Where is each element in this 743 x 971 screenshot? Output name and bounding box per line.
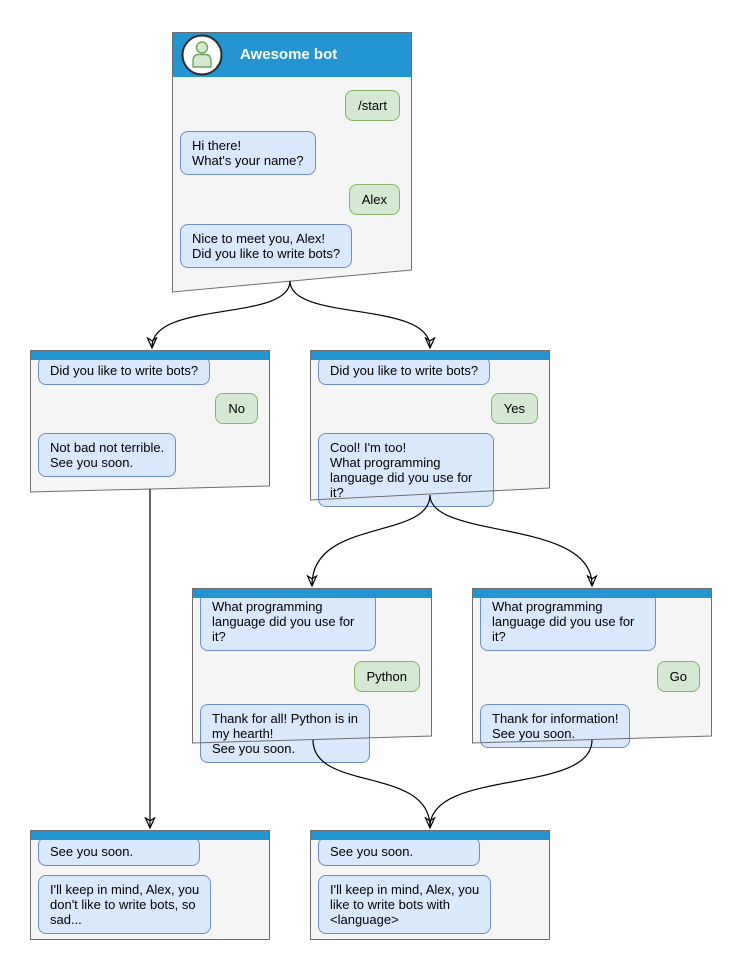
chat-window-branch-python: What programming language did you use fo… [192, 588, 432, 763]
bot-message-bubble: See you soon. [38, 837, 200, 866]
bot-message-bubble: Cool! I'm too! What programming language… [318, 433, 494, 507]
connector-go-to-end [429, 739, 593, 828]
user-message-bubble: Yes [490, 393, 538, 424]
chat-header-bar [310, 350, 550, 360]
chat-window-main: Awesome bot /start Hi there! What's your… [172, 32, 412, 293]
chat-header-bar [472, 588, 712, 598]
user-message-bubble: Alex [348, 184, 400, 215]
bot-message-bubble: I'll keep in mind, Alex, you like to wri… [318, 875, 492, 934]
bot-message-bubble: Did you like to write bots? [318, 356, 491, 385]
user-message-bubble: /start [345, 90, 400, 121]
bot-message-bubble: Nice to meet you, Alex! Did you like to … [180, 224, 353, 268]
chat-header-bar [30, 830, 270, 840]
chat-window-branch-go: What programming language did you use fo… [472, 588, 712, 748]
person-icon [181, 34, 223, 76]
chat-window-end-yes: See you soon. I'll keep in mind, Alex, y… [310, 830, 550, 940]
chat-window-end-no: See you soon. I'll keep in mind, Alex, y… [30, 830, 270, 940]
user-message-bubble: Python [353, 661, 420, 692]
chat-title: Awesome bot [240, 46, 338, 63]
bot-message-bubble: Thank for all! Python is in my hearth! S… [200, 704, 370, 763]
bot-message-bubble: Did you like to write bots? [38, 356, 211, 385]
bot-message-bubble: Not bad not terrible. See you soon. [38, 433, 177, 477]
chat-window-branch-yes: Did you like to write bots? Yes Cool! I'… [310, 350, 550, 507]
chat-header-bar [310, 830, 550, 840]
bot-message-bubble: Thank for information! See you soon. [480, 704, 631, 748]
user-message-bubble: Go [656, 661, 700, 692]
chat-window-branch-no: Did you like to write bots? No Not bad n… [30, 350, 270, 493]
chat-header: Awesome bot [172, 32, 412, 77]
connector-yes-to-python [312, 494, 431, 585]
bot-message-bubble: Hi there! What's your name? [180, 131, 316, 175]
bot-message-bubble: What programming language did you use fo… [480, 592, 656, 651]
bot-message-bubble: What programming language did you use fo… [200, 592, 376, 651]
chat-header-bar [30, 350, 270, 360]
connector-yes-to-go [429, 494, 592, 585]
bot-message-bubble: I'll keep in mind, Alex, you don't like … [38, 875, 212, 934]
bot-message-bubble: See you soon. [318, 837, 480, 866]
chat-header-bar [192, 588, 432, 598]
user-message-bubble: No [215, 393, 258, 424]
